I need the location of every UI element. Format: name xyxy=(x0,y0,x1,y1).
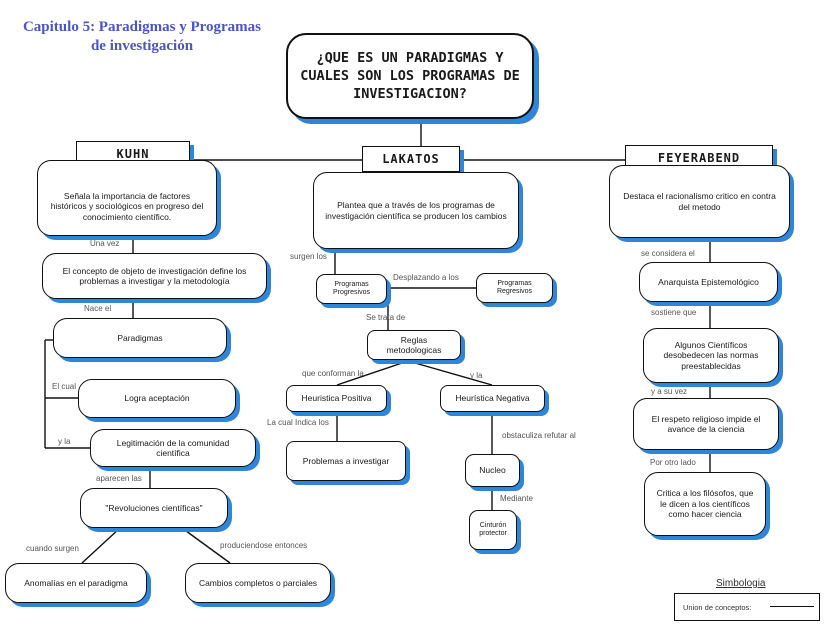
label-otro-lado: Por otro lado xyxy=(650,458,696,467)
lakatos-header: LAKATOS xyxy=(362,146,460,172)
legend-line-sample xyxy=(770,606,814,607)
lakatos-negativa: Heurística Negativa xyxy=(440,385,545,412)
lakatos-progresivos-text: Programas Progresivos xyxy=(333,280,370,297)
label-cuando-surgen: cuando surgen xyxy=(26,544,79,553)
kuhn-desc-text: Señala la importancia de factores histór… xyxy=(50,190,204,222)
main-question-text: ¿QUE ES UN PARADIGMAS Y CUALES SON LOS P… xyxy=(300,50,520,102)
label-desplazando: Desplazando a los xyxy=(393,273,459,282)
main-question-box: ¿QUE ES UN PARADIGMAS Y CUALES SON LOS P… xyxy=(286,33,534,119)
label-mediante: Mediante xyxy=(500,494,533,503)
label-obstaculiza: obstaculiza refutar al xyxy=(502,431,576,440)
label-a-su-vez: y a su vez xyxy=(651,387,688,396)
lakatos-desc-text: Plantea que a través de los programas de… xyxy=(325,200,507,221)
feyerabend-anarquista: Anarquista Epistemológico xyxy=(639,262,778,302)
lakatos-problemas-text: Problemas a investigar xyxy=(302,455,390,466)
lakatos-desc: Plantea que a través de los programas de… xyxy=(313,172,519,249)
label-y-la-kuhn: y la xyxy=(58,437,71,446)
feyerabend-respeto-text: El respeto religioso impide el avance de… xyxy=(651,413,761,435)
lakatos-nucleo: Nucleo xyxy=(465,454,520,487)
label-conforman: que conforman la xyxy=(302,369,364,378)
lakatos-problemas: Problemas a investigar xyxy=(286,441,406,481)
kuhn-paradigmas-text: Paradigmas xyxy=(117,332,163,343)
kuhn-logra: Logra aceptación xyxy=(78,379,236,418)
lakatos-positiva-text: Heuristica Positiva xyxy=(301,393,372,404)
feyerabend-critica: Critica a los filósofos, que le dicen a … xyxy=(644,472,766,536)
kuhn-header-text: KUHN xyxy=(116,147,150,162)
label-el-cual: El cual xyxy=(52,382,77,391)
lakatos-cinturon: Cinturón protector xyxy=(469,510,517,550)
label-se-considera: se considera el xyxy=(641,249,695,258)
lakatos-regresivos-text: Programas Regresivos xyxy=(496,279,532,296)
legend-box: Union de conceptos: xyxy=(674,593,820,621)
label-y-la-lakatos: y la xyxy=(470,371,483,380)
label-aparecen-las: aparecen las xyxy=(96,474,142,483)
page-title: Capitulo 5: Paradigmas y Programas de in… xyxy=(22,19,262,54)
label-indica: La cual Indica los xyxy=(267,418,329,427)
kuhn-concepto-text: El concepto de objeto de investigación d… xyxy=(62,265,247,287)
label-nace-el: Nace el xyxy=(84,304,112,313)
kuhn-paradigmas: Paradigmas xyxy=(53,318,227,358)
lakatos-cinturon-text: Cinturón protector xyxy=(479,521,507,538)
lakatos-progresivos: Programas Progresivos xyxy=(316,274,387,304)
lakatos-reglas: Reglas metodologicas xyxy=(367,330,461,360)
kuhn-desc: Señala la importancia de factores histór… xyxy=(37,160,217,236)
kuhn-revoluciones-text: "Revoluciones científicas" xyxy=(105,502,203,513)
label-se-trata-de: Se trata de xyxy=(366,313,406,322)
kuhn-legitimacion-text: Legitimación de la comunidad científica xyxy=(116,437,230,459)
label-produciendose: produciendose entonces xyxy=(220,541,308,550)
lakatos-negativa-text: Heurística Negativa xyxy=(455,393,530,404)
legend-union-label: Union de conceptos: xyxy=(683,602,752,612)
kuhn-cambios: Cambios completos o parciales xyxy=(185,563,331,603)
label-surgen-los: surgen los xyxy=(290,252,327,261)
kuhn-revoluciones: "Revoluciones científicas" xyxy=(80,488,228,528)
feyerabend-header-text: FEYERABEND xyxy=(657,151,741,166)
lakatos-positiva: Heuristica Positiva xyxy=(286,385,387,412)
kuhn-anomalias-text: Anomalías en el paradigma xyxy=(24,577,128,588)
feyerabend-algunos-text: Algunos Científicos desobedecen las norm… xyxy=(663,339,759,371)
feyerabend-respeto: El respeto religioso impide el avance de… xyxy=(633,398,779,450)
lakatos-reglas-text: Reglas metodologicas xyxy=(386,334,442,356)
feyerabend-desc-text: Destaca el racionalismo critico en contr… xyxy=(623,191,776,212)
label-sostiene: sostiene que xyxy=(651,308,697,317)
kuhn-concepto: El concepto de objeto de investigación d… xyxy=(42,253,267,299)
legend-title: Simbologia xyxy=(716,578,766,589)
kuhn-anomalias: Anomalías en el paradigma xyxy=(5,563,147,603)
kuhn-cambios-text: Cambios completos o parciales xyxy=(198,577,318,588)
feyerabend-critica-text: Critica a los filósofos, que le dicen a … xyxy=(656,488,754,520)
kuhn-legitimacion: Legitimación de la comunidad científica xyxy=(90,429,256,467)
lakatos-regresivos: Programas Regresivos xyxy=(476,273,553,303)
label-una-vez: Una vez xyxy=(90,239,120,248)
kuhn-logra-text: Logra aceptación xyxy=(124,393,190,404)
feyerabend-anarquista-text: Anarquista Epistemológico xyxy=(658,276,759,287)
lakatos-header-text: LAKATOS xyxy=(382,151,440,166)
lakatos-nucleo-text: Nucleo xyxy=(479,465,506,476)
feyerabend-algunos: Algunos Científicos desobedecen las norm… xyxy=(643,328,779,383)
feyerabend-desc: Destaca el racionalismo critico en contr… xyxy=(609,165,790,238)
